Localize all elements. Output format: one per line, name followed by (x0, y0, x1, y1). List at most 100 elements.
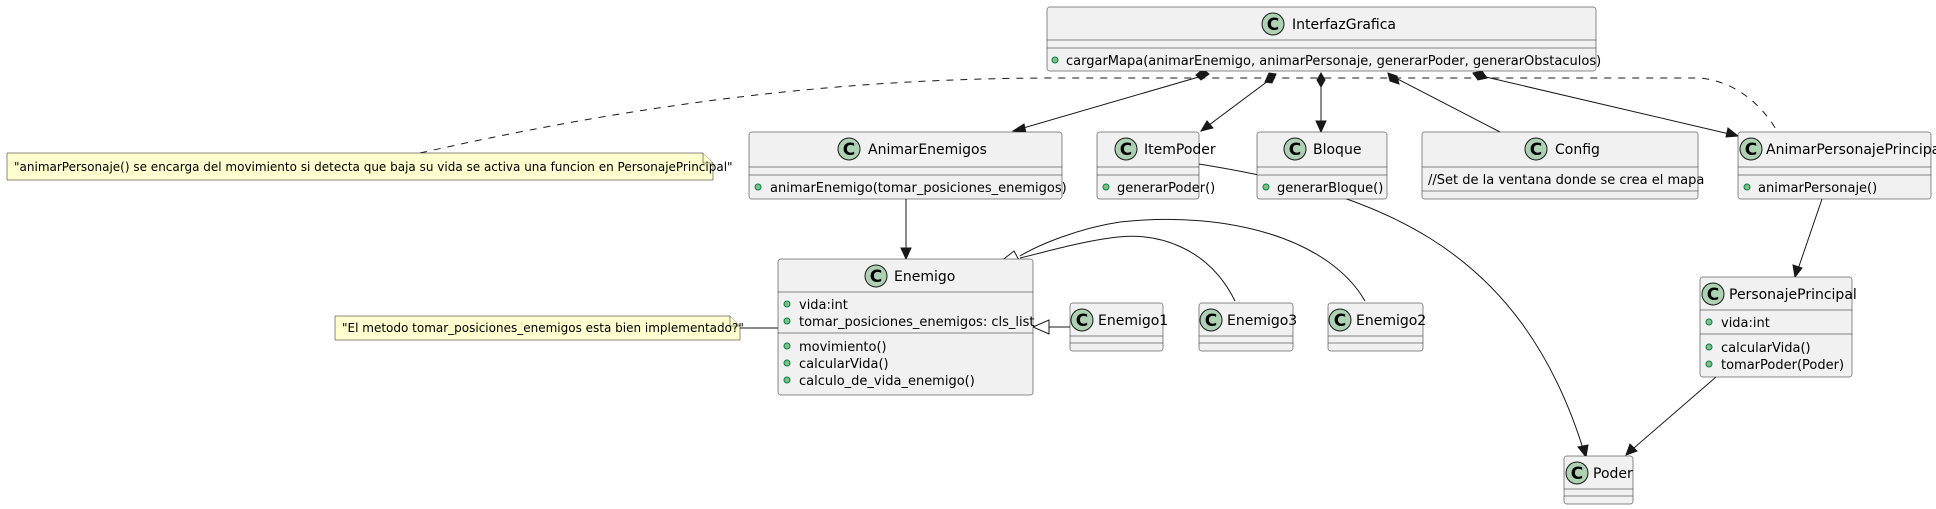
public-visibility-icon (1743, 183, 1751, 191)
class-itempoder[interactable]: C ItemPoder generarPoder() (1096, 131, 1216, 200)
class-animarpersonajeprincipal[interactable]: C AnimarPersonajePrincipal animarPersona… (1737, 131, 1936, 200)
class-badge-icon (1701, 282, 1725, 306)
class-badge-icon (1283, 137, 1307, 161)
relationships (419, 68, 1823, 459)
edge-personaje-poder (1626, 376, 1717, 455)
edge-interfaz-animarpersonaje (1472, 73, 1739, 137)
arrowhead-icon (1315, 120, 1327, 134)
class-method: calculo_de_vida_enemigo() (799, 374, 975, 389)
arrowhead-icon (1792, 264, 1803, 279)
class-name: Enemigo1 (1098, 313, 1168, 329)
class-name: AnimarPersonajePrincipal (1766, 142, 1936, 158)
arrowhead-icon (1725, 127, 1740, 138)
public-visibility-icon (783, 359, 791, 367)
class-method: calcularVida() (799, 357, 889, 372)
class-badge-letter: C (1571, 464, 1583, 484)
public-visibility-icon (1262, 183, 1270, 191)
class-method: tomarPoder(Poder) (1721, 358, 1844, 373)
class-badge-letter: C (1289, 140, 1301, 160)
class-method: cargarMapa(animarEnemigo, animarPersonaj… (1066, 54, 1601, 69)
class-name: Poder (1593, 466, 1633, 482)
class-badge-icon (864, 264, 888, 288)
class-bloque[interactable]: C Bloque generarBloque() (1256, 131, 1388, 200)
class-name: Enemigo2 (1356, 313, 1426, 329)
class-name: AnimarEnemigos (868, 142, 987, 158)
class-name: Bloque (1313, 142, 1361, 158)
public-visibility-icon (1102, 183, 1110, 191)
class-method: animarPersonaje() (1758, 181, 1877, 196)
edge-interfaz-itempoder (1200, 74, 1277, 132)
public-visibility-icon (1705, 318, 1713, 326)
class-badge-icon (1524, 137, 1548, 161)
class-badge-icon (1328, 308, 1352, 332)
arrowhead-icon (1011, 123, 1027, 134)
class-badge-icon (1114, 137, 1138, 161)
class-field: vida:int (799, 298, 848, 313)
edge-interfaz-config (1387, 73, 1501, 133)
diamond-icon (1472, 70, 1488, 81)
class-comment: //Set de la ventana donde se crea el map… (1428, 173, 1704, 188)
class-name: Enemigo (894, 269, 955, 285)
class-name: InterfazGrafica (1292, 17, 1396, 33)
class-badge-icon (1070, 308, 1094, 332)
public-visibility-icon (783, 376, 791, 384)
class-interfazgrafica[interactable]: C InterfazGrafica cargarMapa(animarEnemi… (1046, 6, 1601, 72)
class-badge-letter: C (843, 140, 855, 160)
class-badge-letter: C (1334, 311, 1346, 331)
class-name: PersonajePrincipal (1729, 287, 1857, 303)
class-config[interactable]: C Config //Set de la ventana donde se cr… (1421, 131, 1704, 200)
public-visibility-icon (1705, 360, 1713, 368)
class-badge-icon (1565, 461, 1589, 485)
class-badge-letter: C (1076, 311, 1088, 331)
edge-animarpersonaje-personaje (1795, 198, 1823, 276)
class-field: tomar_posiciones_enemigos: cls_list (799, 315, 1034, 330)
public-visibility-icon (783, 317, 791, 325)
class-personajeprincipal[interactable]: C PersonajePrincipal vida:int calcularVi… (1699, 276, 1857, 378)
class-animarenemigos[interactable]: C AnimarEnemigos animarEnemigo(tomar_pos… (748, 131, 1067, 200)
edge-enemigo2-enemigo (1019, 218, 1366, 302)
class-badge-letter: C (1530, 140, 1542, 160)
arrowhead-icon (900, 247, 912, 261)
diamond-icon (1387, 72, 1400, 85)
class-badge-letter: C (1707, 285, 1719, 305)
class-method: animarEnemigo(tomar_posiciones_enemigos) (770, 181, 1067, 196)
note-text: "animarPersonaje() se encarga del movimi… (14, 160, 733, 174)
class-badge-icon (1261, 12, 1285, 36)
arrowhead-icon (1625, 443, 1638, 456)
class-method: generarPoder() (1117, 181, 1215, 196)
class-name: Enemigo3 (1227, 313, 1297, 329)
class-badge-letter: C (870, 267, 882, 287)
class-badge-letter: C (1745, 140, 1757, 160)
class-badge-icon (837, 137, 861, 161)
class-badge-letter: C (1205, 311, 1217, 331)
class-enemigo[interactable]: C Enemigo vida:int tomar_posiciones_enem… (777, 258, 1034, 396)
class-name: Config (1555, 142, 1600, 158)
note-animarpersonaje: "animarPersonaje() se encarga del movimi… (6, 152, 733, 181)
inheritance-arrow-icon (1031, 319, 1050, 335)
public-visibility-icon (754, 183, 762, 191)
edge-enemigo3-enemigo (1019, 235, 1236, 302)
arrowhead-icon (1199, 120, 1214, 132)
class-name: ItemPoder (1144, 142, 1216, 158)
edge-interfaz-animarenemigos (1012, 73, 1210, 132)
class-method: generarBloque() (1277, 181, 1383, 196)
class-enemigo3[interactable]: C Enemigo3 (1198, 302, 1297, 352)
public-visibility-icon (1705, 343, 1713, 351)
class-badge-letter: C (1267, 15, 1279, 35)
arrowhead-icon (1577, 444, 1589, 459)
public-visibility-icon (783, 342, 791, 350)
note-text: "El metodo tomar_posiciones_enemigos est… (342, 321, 744, 335)
class-poder[interactable]: C Poder (1563, 455, 1634, 505)
class-enemigo2[interactable]: C Enemigo2 (1327, 302, 1426, 352)
class-badge-icon (1199, 308, 1223, 332)
class-method: movimiento() (799, 340, 887, 355)
class-field: vida:int (1721, 316, 1770, 331)
note-enemigo: "El metodo tomar_posiciones_enemigos est… (334, 315, 744, 341)
class-method: calcularVida() (1721, 341, 1811, 356)
public-visibility-icon (1051, 56, 1059, 64)
class-badge-letter: C (1120, 140, 1132, 160)
class-badge-icon (1739, 137, 1763, 161)
class-enemigo1[interactable]: C Enemigo1 (1069, 302, 1168, 352)
public-visibility-icon (783, 300, 791, 308)
